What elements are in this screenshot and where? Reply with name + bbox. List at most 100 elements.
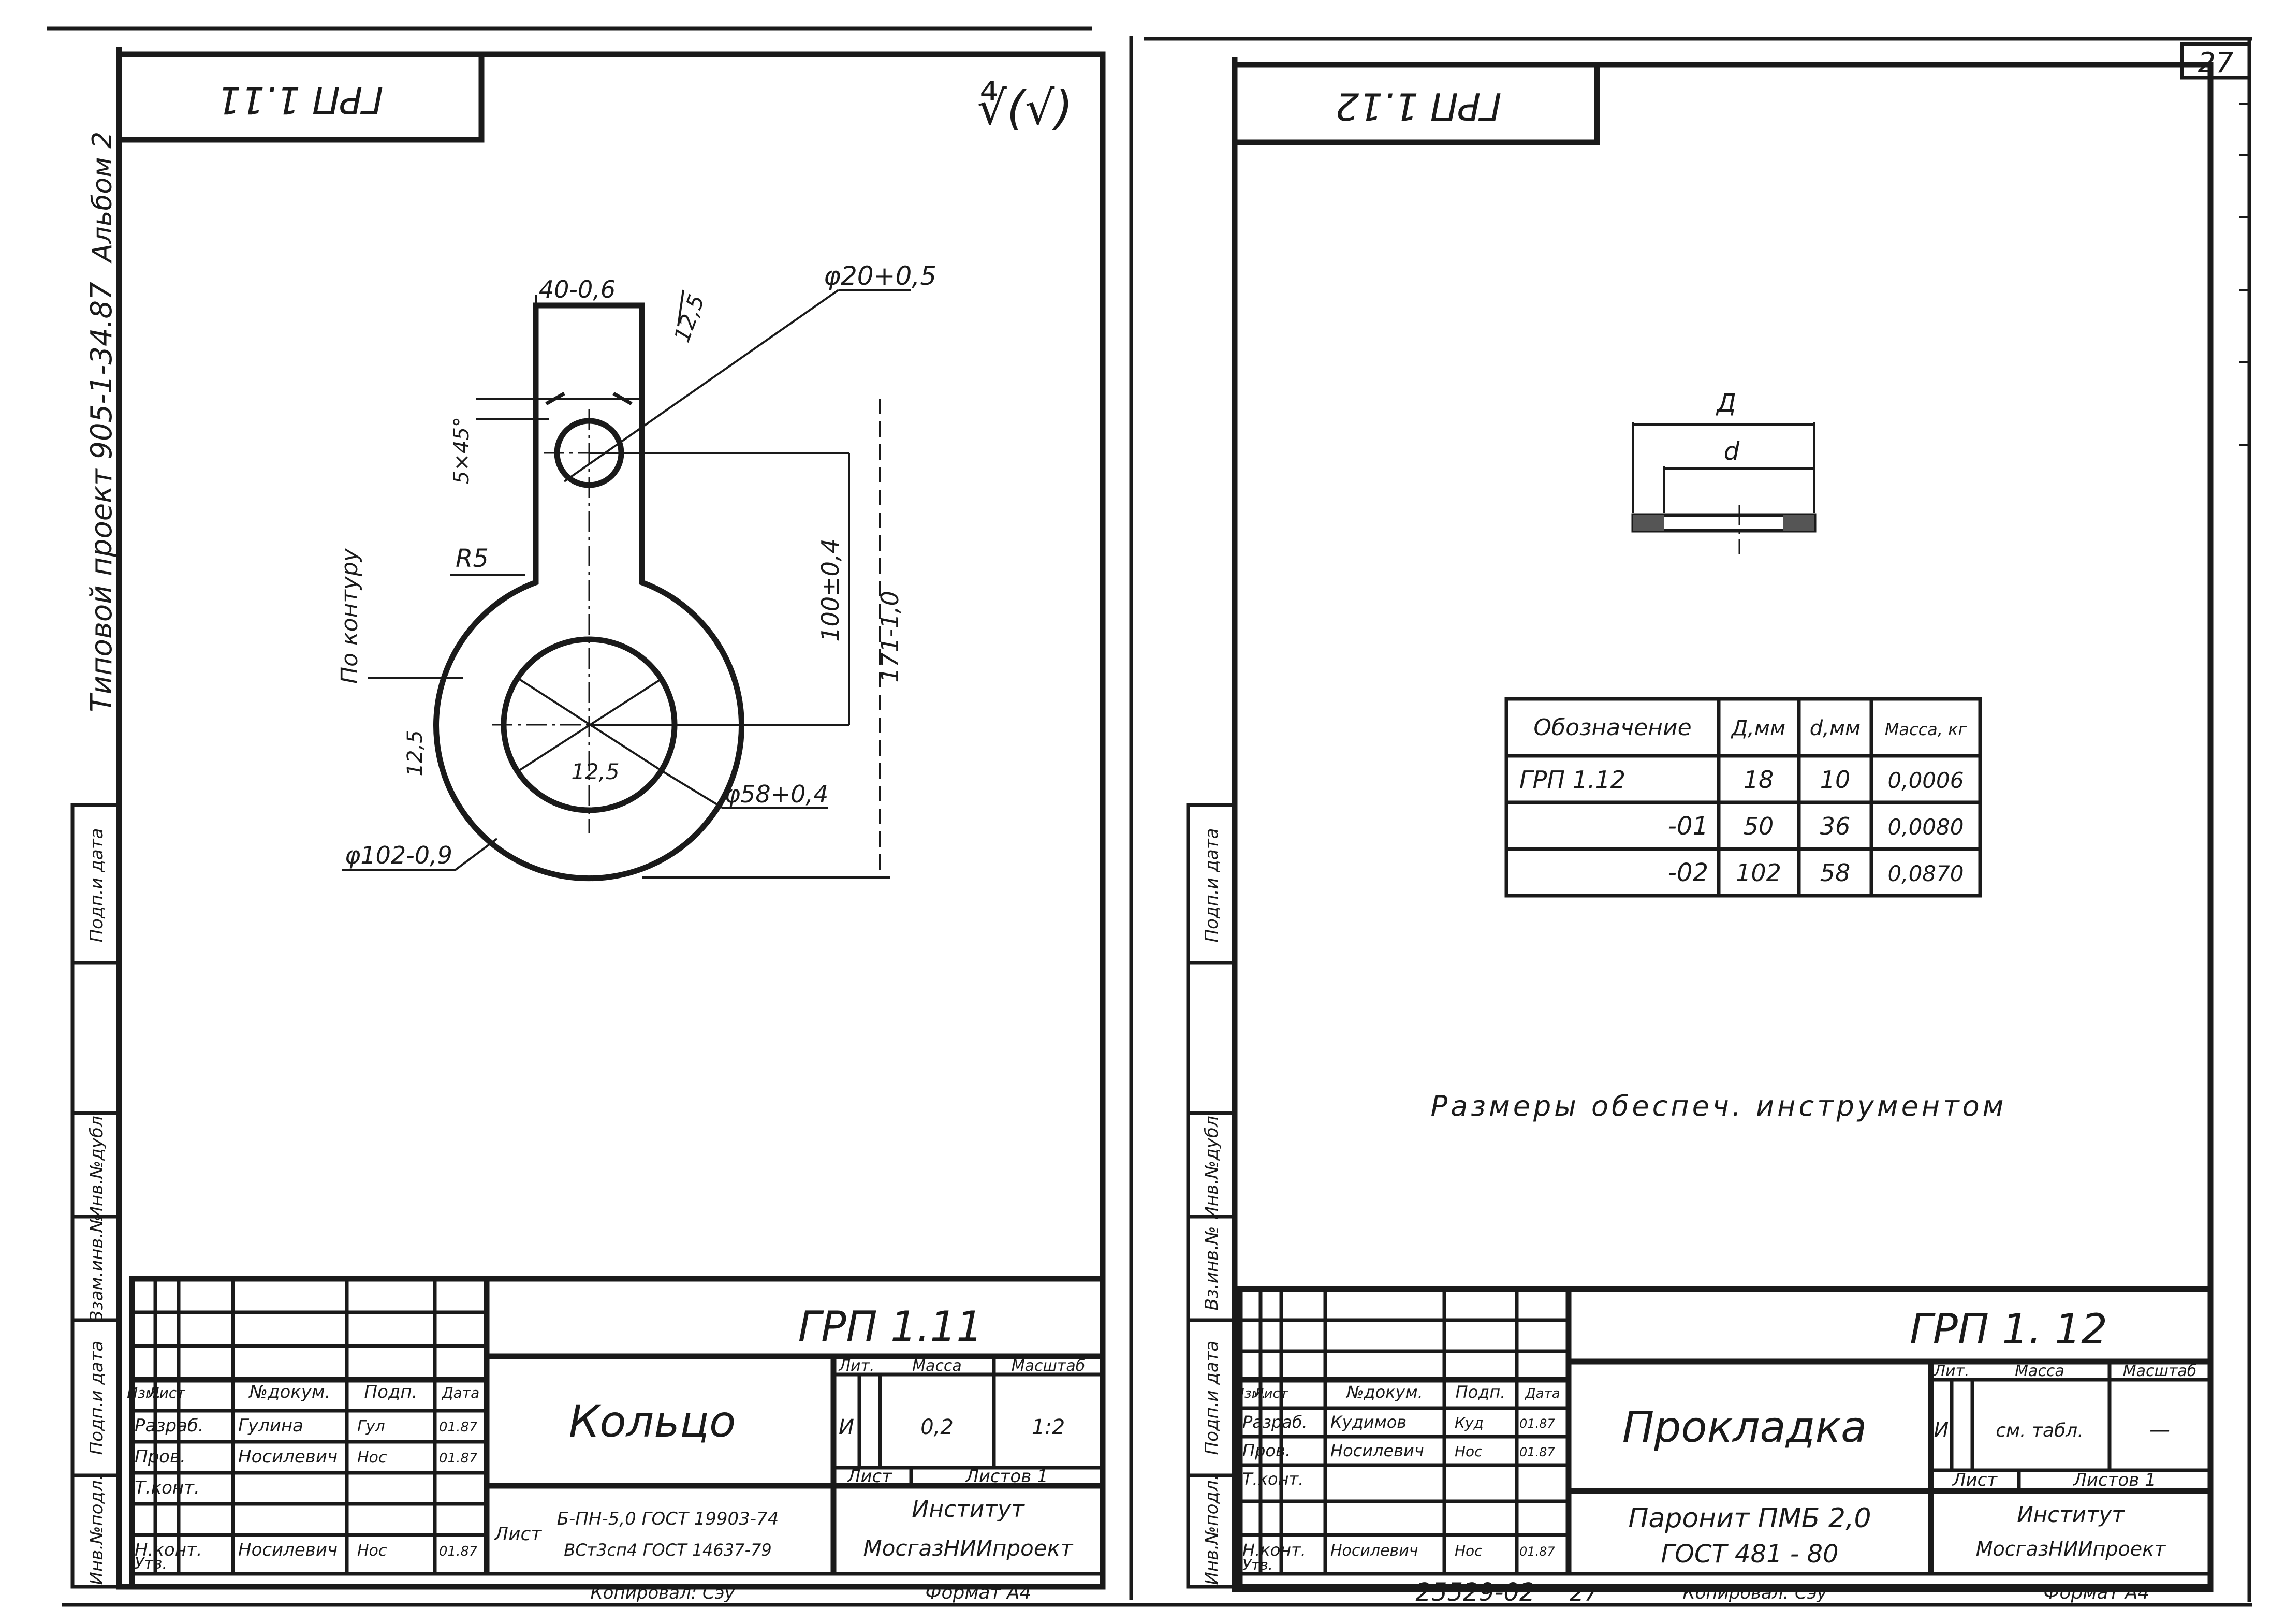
sheet-label: Лист — [846, 1466, 892, 1487]
table-cell: -01 — [1668, 812, 1708, 841]
material-line-2: ВСт3сп4 ГОСТ 14637-79 — [564, 1540, 771, 1560]
tool-note: Размеры обеспеч. инструментом — [1431, 1090, 2007, 1122]
hdr-sign: Подп. — [1456, 1382, 1506, 1402]
dim-width: 40-0,6 — [539, 275, 616, 303]
hdr-izm: Изм. — [1234, 1386, 1266, 1401]
right-drawing-code: ГРП 1. 12 — [1910, 1305, 2107, 1353]
row-role: Разраб. — [135, 1415, 204, 1436]
copied-label: Копировал: Cэу — [1682, 1583, 1827, 1603]
hdr-list: Лист — [148, 1384, 186, 1401]
contour-note: По контуру — [336, 548, 363, 684]
row-date: 01.87 — [439, 1420, 478, 1435]
row-role: Разраб. — [1242, 1412, 1308, 1432]
row-sign: Куд — [1455, 1414, 1484, 1431]
hdr-sign: Подп. — [364, 1382, 418, 1402]
ring-part-drawing: 40-0,6 12,5 φ20+0,5 5×45° По контуру R5 … — [336, 261, 936, 882]
dim-chamfer: 5×45° — [450, 417, 474, 484]
row-sign: Нос — [357, 1449, 387, 1467]
hdr-date: Дата — [441, 1384, 480, 1401]
footer-number: 25529-02 — [1415, 1578, 1535, 1607]
material-line-2: ГОСТ 481 - 80 — [1661, 1540, 1838, 1569]
stamp-left-0: Инв.№подл. — [86, 1475, 107, 1585]
mass-header: Масса — [2015, 1362, 2064, 1380]
variants-table: Обозначение Д,мм d,мм Масса, кг ГРП 1.12… — [1504, 697, 1982, 898]
lit-header: Лит. — [838, 1357, 874, 1375]
sheets-label: Листов 1 — [964, 1466, 1048, 1487]
dim-inner-d: φ58+0,4 — [725, 780, 829, 808]
row-sign: Нос — [1455, 1542, 1483, 1559]
row-name: Носилевич — [1330, 1441, 1424, 1460]
scale-header: Масштаб — [1012, 1357, 1086, 1375]
right-corner-box — [1232, 62, 1600, 145]
page-number: 27 — [2198, 47, 2234, 79]
copied-label: Копировал: Cэу — [590, 1583, 735, 1603]
row-name: Носилевич — [238, 1446, 338, 1467]
lit-header: Лит. — [1933, 1362, 1969, 1380]
org-line-1: Институт — [912, 1496, 1025, 1523]
material-label: Лист — [493, 1524, 542, 1545]
stamp-right-1: Подп.и дата — [1202, 1341, 1222, 1455]
row-date: 01.87 — [439, 1544, 478, 1559]
footer-page: 27 — [1570, 1580, 1599, 1606]
dim-radius: R5 — [456, 544, 489, 573]
album-label: Альбом 2 — [87, 131, 118, 264]
dim-edge: 12,5 — [403, 730, 427, 776]
table-cell: 18 — [1744, 766, 1774, 794]
table-cell: -02 — [1668, 858, 1708, 887]
table-cell: 10 — [1820, 766, 1851, 794]
table-cell: 58 — [1820, 859, 1851, 887]
stamp-right-2: Вз.инв.№ — [1202, 1226, 1222, 1311]
dim-length: 171-1,0 — [876, 591, 904, 683]
row-role: Н.конт. — [135, 1540, 202, 1560]
table-cell: 0,0870 — [1888, 861, 1964, 886]
hdr-doc: №докум. — [1345, 1382, 1423, 1402]
row-date: 01.87 — [1519, 1544, 1555, 1559]
mass-header: Масса — [912, 1357, 962, 1375]
left-corner-box — [116, 51, 485, 143]
row-sign: Нос — [1455, 1443, 1483, 1460]
sheet-right: ГРП 1.12 27 Инв.№подл. Подп.и дата Вз.ин… — [1186, 42, 2251, 1607]
table-cell: 50 — [1744, 812, 1774, 840]
format-label: Формат А4 — [2043, 1582, 2149, 1603]
format-label: Формат А4 — [925, 1582, 1031, 1603]
stamp-left-4: Подп.и дата — [86, 828, 107, 943]
table-header-designation: Обозначение — [1533, 714, 1691, 741]
scale-header: Масштаб — [2123, 1362, 2197, 1380]
left-stamp-column — [70, 803, 121, 1589]
org-line-2: МосгазНИИпроект — [1976, 1538, 2166, 1560]
row-role: Пров. — [1242, 1441, 1291, 1460]
stamp-right-0: Инв.№подл. — [1202, 1475, 1222, 1585]
table-header-D: Д,мм — [1731, 716, 1785, 740]
row-name: Гулина — [238, 1415, 303, 1436]
mass-value: см. табл. — [1996, 1420, 2084, 1441]
org-line-2: МосгазНИИпроект — [863, 1535, 1074, 1561]
ring-outline — [433, 302, 744, 882]
row-date: 01.87 — [1519, 1416, 1555, 1431]
table-header-d: d,мм — [1810, 716, 1861, 740]
row-date: 01.87 — [1519, 1445, 1555, 1459]
dim-outer-label: Д — [1716, 389, 1736, 418]
mass-value: 0,2 — [920, 1415, 954, 1439]
table-header-mass: Масса, кг — [1885, 720, 1967, 739]
row-sign: Гул — [357, 1417, 385, 1436]
material-line-1: Б-ПН-5,0 ГОСТ 19903-74 — [557, 1509, 779, 1529]
gasket-drawing: Д d — [1631, 389, 1817, 554]
hdr-list: Лист — [1253, 1386, 1288, 1401]
right-title-block: ГРП 1. 12 Изм. Лист №докум. Подп. Дата Р… — [1234, 1286, 2214, 1607]
table-cell: 0,0006 — [1888, 768, 1964, 793]
part-name: Прокладка — [1622, 1403, 1867, 1452]
stamp-right-3: Инв.№дубл. — [1202, 1110, 1222, 1219]
row-role: Н.конт. — [1242, 1540, 1306, 1560]
left-corner-code: ГРП 1.11 — [217, 78, 384, 122]
row-role: Т.конт. — [135, 1477, 200, 1498]
table-cell: ГРП 1.12 — [1519, 766, 1625, 794]
row-role: Утв. — [1242, 1556, 1273, 1573]
hdr-izm: Изм. — [127, 1384, 161, 1401]
dim-center-dist: 100±0,4 — [816, 538, 844, 642]
project-label: Типовой проект 905-1-34.87 — [85, 282, 119, 712]
right-stamp-column — [1186, 803, 1237, 1589]
row-name: Носилевич — [238, 1540, 338, 1560]
page-number-box — [2180, 42, 2251, 80]
row-date: 01.87 — [439, 1451, 478, 1466]
